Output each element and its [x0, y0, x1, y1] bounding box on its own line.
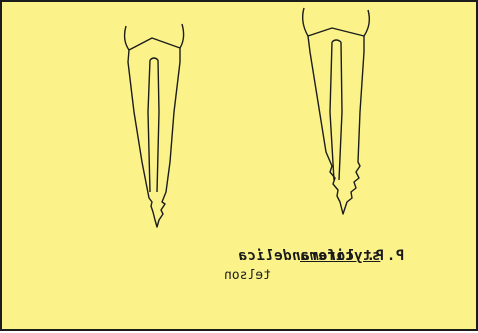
label-stylifera-species: stylifera	[300, 248, 380, 264]
label-stylifera: P. stylifera	[300, 248, 404, 264]
label-stylifera-genus: P.	[386, 248, 404, 264]
figure-caption: telson	[224, 268, 271, 283]
telson-right-drawing	[303, 8, 370, 214]
telson-left-drawing	[125, 24, 184, 227]
